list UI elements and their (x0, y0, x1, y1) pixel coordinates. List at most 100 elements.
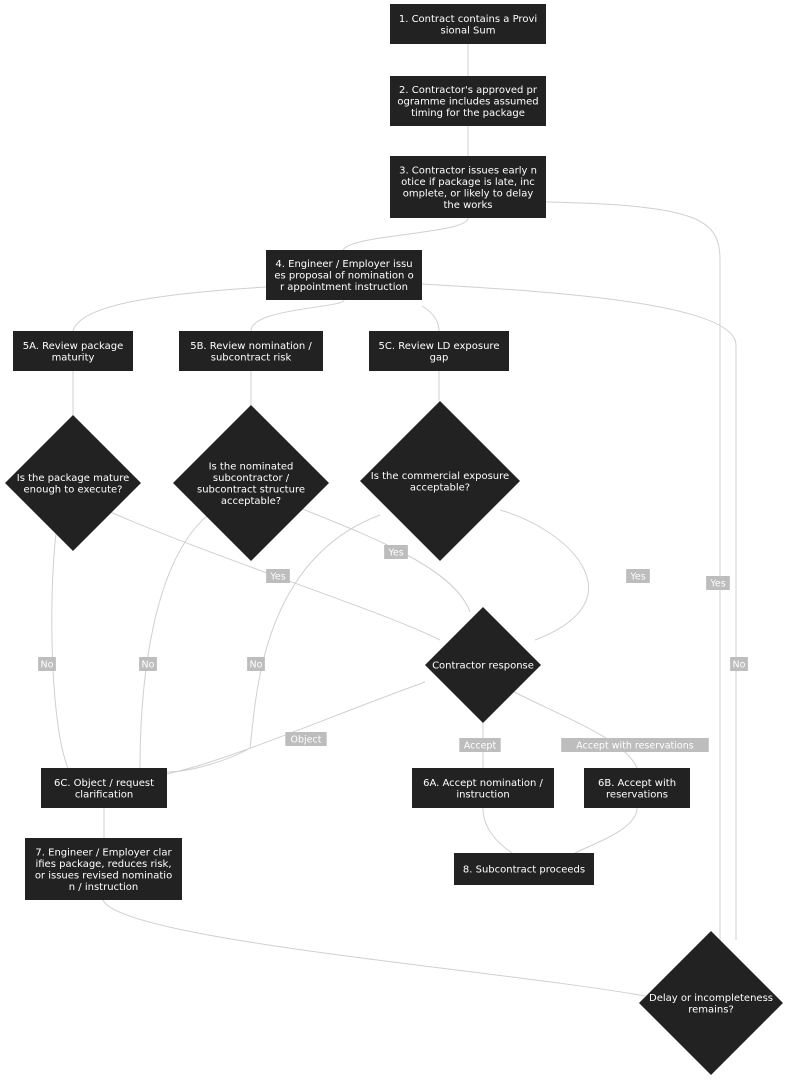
e-n6a-n8 (482, 807, 513, 854)
edge-label-cr_reservations: Accept with reservations (561, 738, 709, 752)
edge-label-d4_no: No (730, 657, 748, 671)
node-n3-text: the works (444, 200, 493, 211)
edge-label-cr_accept-text: Accept (464, 741, 497, 752)
edge-label-cr_reservations-bg (561, 738, 709, 752)
edge-label-d3_yes: Yes (626, 569, 650, 583)
edge-label-d4_yes-bg (706, 576, 730, 590)
edge-label-d1_yes-text: Yes (269, 572, 285, 583)
edge-label-d2_no-text: No (142, 660, 155, 671)
e-d3-cr (499, 509, 589, 641)
node-n4-box (266, 250, 422, 300)
node-n6a-box (412, 768, 554, 808)
e-d2-n6c (139, 509, 216, 769)
node-d1-text: Is the package mature (17, 473, 130, 484)
edge-label-d3_no: No (247, 657, 265, 671)
node-n4: 4. Engineer / Employer issues proposal o… (266, 250, 422, 300)
node-n6b-box (584, 768, 690, 808)
e-d1-cr (107, 510, 441, 641)
edge-label-d3_yes-bg (626, 569, 650, 583)
node-n8-text: 8. Subcontract proceeds (463, 865, 585, 876)
edge-label-d4_no-bg (730, 657, 748, 671)
node-n7-text: n / instruction (69, 882, 138, 893)
edge-label-cr_object-text: Object (291, 735, 322, 746)
node-n6c-box (41, 768, 167, 808)
node-d1-text: enough to execute? (24, 484, 123, 495)
edge-label-cr_object: Object (285, 732, 327, 746)
node-d3-text: Is the commercial exposure (371, 471, 509, 482)
node-n6a-text: instruction (456, 789, 509, 800)
edge-label-cr_reservations-text: Accept with reservations (576, 741, 693, 752)
node-n5c-box (369, 331, 509, 371)
node-n5a-text: maturity (52, 352, 95, 363)
e-n3-n4 (342, 217, 469, 251)
edge-label-d1_no: No (38, 657, 56, 671)
edge-label-d4_no-text: No (733, 660, 746, 671)
node-n7-box (25, 838, 182, 900)
edge-label-d2_yes-text: Yes (387, 548, 403, 559)
e-cr-n6c (166, 681, 426, 775)
edge-label-cr_accept: Accept (459, 738, 501, 752)
edge-label-d3_yes-text: Yes (629, 572, 645, 583)
node-cr-diamond (425, 607, 541, 723)
node-d1-diamond (5, 415, 141, 551)
edge-label-d2_no: No (139, 657, 157, 671)
node-n3-text: 3. Contractor issues early n (399, 165, 537, 176)
node-n5c-text: gap (430, 352, 449, 363)
node-n4-text: es proposal of nomination o (274, 271, 413, 282)
edge-label-d4_yes-text: Yes (709, 579, 725, 590)
node-n3-box (390, 156, 546, 218)
e-d3-n6c (166, 514, 381, 773)
node-d2-text: subcontractor / (213, 473, 290, 484)
node-n2-text: timing for the package (411, 108, 525, 119)
node-d4-diamond (639, 931, 783, 1075)
node-n5b: 5B. Review nomination /subcontract risk (179, 331, 323, 371)
node-d2-text: acceptable? (221, 496, 281, 507)
node-n3-text: otice if package is late, inc (401, 177, 535, 188)
node-n5b-text: subcontract risk (211, 352, 292, 363)
e-d4-n3 (545, 201, 721, 940)
e-n6b-n8 (574, 807, 638, 854)
edge-label-d3_no-bg (247, 657, 265, 671)
node-n8-box (454, 853, 594, 885)
edge-label-d4_yes: Yes (706, 576, 730, 590)
node-n6c-text: 6C. Object / request (54, 778, 154, 789)
node-d2-text: Is the nominated (209, 461, 294, 472)
e-cr-n6b (509, 689, 638, 769)
node-n6b-text: reservations (606, 789, 668, 800)
edge-label-d1_no-text: No (41, 660, 54, 671)
node-n4-text: r appointment instruction (280, 282, 408, 293)
e-n4-n5a (72, 286, 267, 332)
node-n2-text: 2. Contractor's approved pr (399, 85, 538, 96)
node-cr: Contractor response (425, 607, 541, 723)
node-d2-text: subcontract structure (197, 484, 305, 495)
node-d4-text: Delay or incompleteness (649, 993, 773, 1004)
node-n2-box (390, 76, 546, 126)
node-d2-diamond (173, 405, 329, 561)
edge-label-cr_accept-bg (459, 738, 501, 752)
node-n5a-box (13, 331, 133, 371)
e-d1-n6c (51, 509, 69, 769)
edge-label-d1_yes: Yes (266, 569, 290, 583)
node-n1-text: sional Sum (441, 25, 496, 36)
node-n5c-text: 5C. Review LD exposure (379, 341, 500, 352)
node-n8: 8. Subcontract proceeds (454, 853, 594, 885)
node-n7-text: 7. Engineer / Employer clar (35, 847, 172, 858)
edge-label-d3_no-text: No (250, 660, 263, 671)
edge-label-d2_yes: Yes (384, 545, 408, 559)
edge-label-d1_no-bg (38, 657, 56, 671)
node-n5b-box (179, 331, 323, 371)
node-n5a-text: 5A. Review package (23, 341, 123, 352)
node-n6a-text: 6A. Accept nomination / (423, 778, 543, 789)
e-n4-n5c (421, 305, 440, 332)
e-d4-n4 (421, 283, 737, 940)
